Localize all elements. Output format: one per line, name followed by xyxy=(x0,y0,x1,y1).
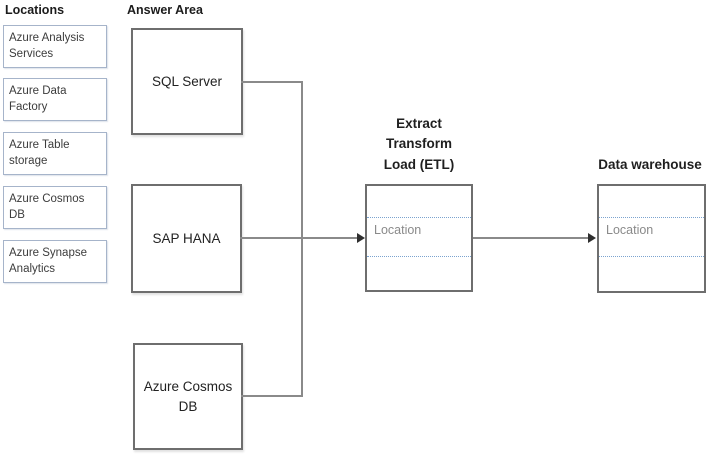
source-box-label: Azure Cosmos DB xyxy=(143,378,233,414)
etl-drop-placeholder: Location xyxy=(374,223,422,237)
location-item-azure-data-factory[interactable]: Azure Data Factory xyxy=(3,78,107,121)
etl-drop-zone[interactable]: Location xyxy=(367,217,471,257)
connector-bus-to-etl xyxy=(240,237,359,239)
source-box-azure-cosmos-db: Azure Cosmos DB xyxy=(133,343,243,450)
connector-cosmos-to-bus xyxy=(241,395,303,397)
data-warehouse-target-box: Location xyxy=(597,184,706,293)
connector-sql-to-bus xyxy=(241,81,302,83)
location-item-azure-cosmos-db[interactable]: Azure Cosmos DB xyxy=(3,186,107,229)
etl-title: Extract Transform Load (ETL) xyxy=(363,114,475,175)
source-box-label: SQL Server xyxy=(151,73,223,89)
location-item-azure-synapse-analytics[interactable]: Azure Synapse Analytics xyxy=(3,240,107,283)
arrowhead-into-warehouse-icon xyxy=(588,233,596,243)
etl-title-line-1: Extract xyxy=(396,116,442,131)
etl-title-line-2: Transform xyxy=(385,136,453,152)
location-item-azure-analysis-services[interactable]: Azure Analysis Services xyxy=(3,25,107,68)
source-box-label: SAP HANA xyxy=(152,230,221,246)
data-warehouse-drop-zone[interactable]: Location xyxy=(599,217,704,257)
answer-area-title: Answer Area xyxy=(127,3,203,17)
source-box-sql-server: SQL Server xyxy=(131,28,243,135)
connector-etl-to-warehouse xyxy=(471,237,588,239)
location-item-azure-table-storage[interactable]: Azure Table storage xyxy=(3,132,107,175)
etl-target-box: Location xyxy=(365,184,473,292)
data-warehouse-title: Data warehouse xyxy=(598,157,702,172)
source-box-sap-hana: SAP HANA xyxy=(131,184,242,293)
arrowhead-into-etl-icon xyxy=(357,233,365,243)
data-warehouse-drop-placeholder: Location xyxy=(606,223,654,237)
connector-vertical-bus xyxy=(301,81,303,397)
etl-title-line-3: Load (ETL) xyxy=(383,156,455,172)
locations-panel-title: Locations xyxy=(5,3,65,17)
